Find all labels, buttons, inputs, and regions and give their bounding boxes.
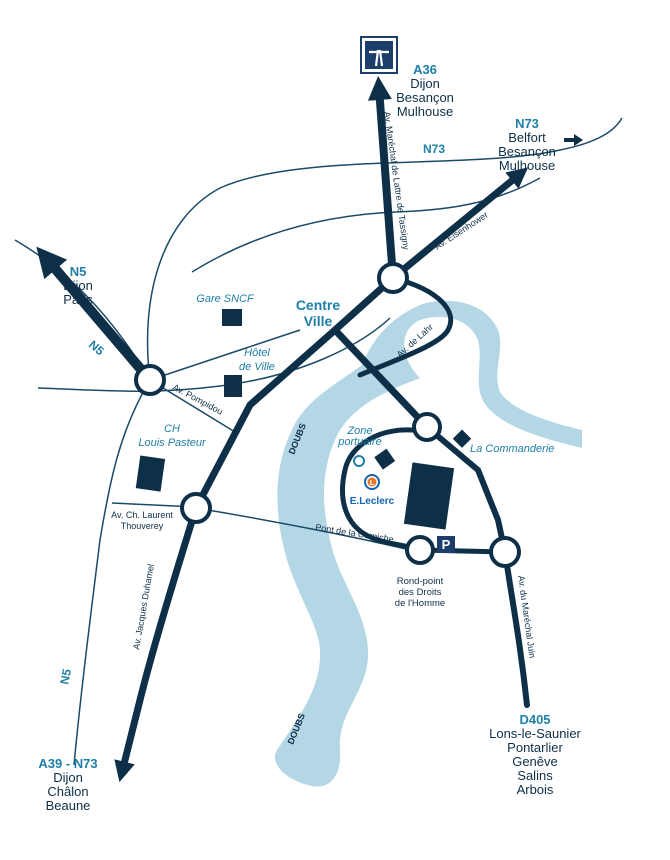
road-commanderie [424,424,508,555]
place-rond-point: de l'Homme [395,598,445,609]
roundabout-pompidou [134,364,166,396]
dest-d405-line: Lons-le-Saunier [489,726,581,741]
dest-d405-line: Salins [517,768,553,783]
dest-n5: N5 Dijon Paris [63,264,93,307]
street-eisenhower: Av. Eisenhower [433,210,490,252]
motorway-sign-bg [365,41,393,69]
dest-n73-line: Besançon [498,144,556,159]
dest-a39: A39 - N73 Dijon Châlon Beaune [38,756,97,813]
place-centre-ville: Ville [304,313,333,329]
place-centre-ville: Centre [296,297,341,313]
roundabout-droits-homme [405,535,435,565]
leclerc-logo-core [367,477,377,487]
dest-a39-line: Châlon [47,784,88,799]
place-zone: portuaire [337,436,381,448]
building-hotel [224,375,242,397]
motorway-sign [360,36,398,74]
dest-a39-line: Dijon [53,770,83,785]
place-ch: CH [164,423,180,435]
dest-a36-line: Besançon [396,90,454,105]
road-zone-loop [340,427,423,553]
road-label-n5-diag: N5 [86,338,107,359]
building-leclerc [403,462,455,530]
building-ch [135,455,166,492]
dest-a36-line: Dijon [410,76,440,91]
buildings [135,309,472,530]
roundabout-juin [489,536,521,568]
dest-d405-line: Genêve [512,754,558,769]
dest-n73-code: N73 [515,116,539,131]
road-lahr [357,275,454,378]
place-gare: Gare SNCF [196,293,255,305]
river-shape [274,300,582,787]
zone-portuaire-marker [353,455,365,467]
leclerc-logo: L E.Leclerc [350,474,395,507]
street-laurent: Av. Ch. Laurent [111,510,173,520]
road-d405 [502,549,530,708]
road-label-n5-west: N5 [57,667,74,685]
dest-d405-line: Arbois [517,782,554,797]
leclerc-logo-letter: L [370,480,375,487]
roundabout-thouverey [180,492,212,524]
motorway-icon [369,49,389,67]
street-thouverey: Thouverey [121,521,164,531]
building-zone [374,448,396,470]
street-duhamel: Av. Jacques Duhamel [131,563,156,650]
dest-a36: A36 Dijon Besançon Mulhouse [396,62,454,119]
thin-road-mid [191,177,541,273]
dest-a39-line: Beaune [46,798,91,813]
road-label-n73: N73 [423,142,445,156]
road-centre-sw [192,274,397,512]
parking-box [437,536,455,553]
dest-a36-line: Mulhouse [397,104,453,119]
roundabouts [134,262,521,568]
road-a36 [367,76,397,282]
road-eisenhower [389,167,529,282]
roundabout-north [377,262,409,294]
place-hotel: de Ville [239,361,275,373]
dest-d405: D405 Lons-le-Saunier Pontarlier Genêve S… [489,712,581,797]
parking-letter: P [442,537,451,552]
dest-n73-east: N73 Belfort Besançon Mulhouse [498,116,556,173]
dest-n5-line: Paris [63,292,93,307]
place-rond-point: des Droits [399,587,442,598]
arrow-n73-east-icon [564,134,583,146]
dest-n73-line: Belfort [508,130,546,145]
place-ch: Louis Pasteur [138,437,207,449]
dest-d405-code: D405 [519,712,550,727]
main-roads [36,76,530,783]
road-n5 [36,246,155,385]
road-duhamel [114,504,200,783]
thin-road-gare [149,329,301,381]
building-commanderie [452,429,472,448]
place-rond-point: Rond-point [397,576,444,587]
dest-n5-code: N5 [70,264,87,279]
dest-n73-line: Mulhouse [499,158,555,173]
road-centre-se [331,326,431,431]
place-zone: Zone [346,425,372,437]
dest-a39-code: A39 - N73 [38,756,97,771]
thin-road-pompidou [149,379,236,433]
thin-road-n73 [146,117,623,381]
dest-n5-line: Dijon [63,278,93,293]
building-gare [222,309,242,326]
thin-road-n5-south [73,379,151,766]
place-commanderie: La Commanderie [470,443,554,455]
place-hotel: Hôtel [244,347,270,359]
dest-a36-code: A36 [413,62,437,77]
roundabout-commanderie [412,412,442,442]
dest-d405-line: Pontarlier [507,740,563,755]
thin-road-west-east [37,317,391,392]
leclerc-label: E.Leclerc [350,496,395,507]
parking-sign: P [437,536,455,553]
